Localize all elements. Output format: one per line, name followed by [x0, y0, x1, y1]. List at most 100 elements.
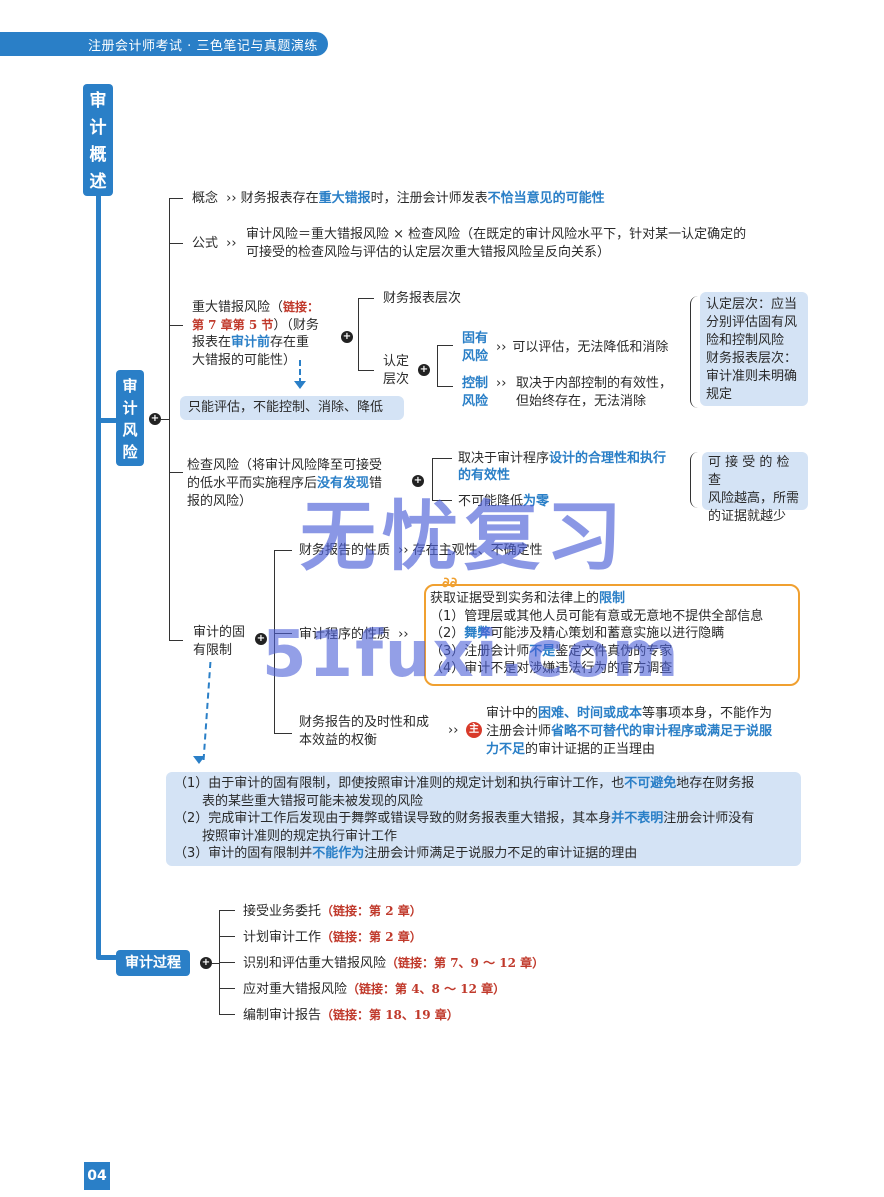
- rmm-side-note: 认定层次：应当 分别评估固有风 险和控制风险 财务报表层次： 审计准则未明确 规…: [700, 292, 808, 406]
- process-item-text: 编制审计报告: [243, 1008, 322, 1023]
- node-rmm-icon: +: [341, 331, 353, 343]
- timely-highlight: 困难、时间或成本: [538, 706, 643, 721]
- right-brace: [690, 296, 699, 408]
- box-title: 获取证据受到实务和法律上的限制: [430, 590, 794, 608]
- note-text: 表的某些重大错报可能未被发现的风险: [202, 793, 424, 809]
- box-item-num: （3）注册会计师: [430, 643, 530, 659]
- section-risk: 审计风险: [116, 370, 144, 466]
- nature-fr-row: 财务报告的性质 ››存在主观性、不确定性: [299, 542, 543, 560]
- timely-highlight-2: 省略不可替代的审计程序或满足于说服: [551, 724, 773, 739]
- note-highlight: 不可避免: [624, 776, 677, 791]
- rmm-text-4: 存在重: [270, 335, 310, 350]
- formula-label: 公式: [192, 236, 219, 251]
- timely-text-3: 注册会计师: [486, 724, 552, 739]
- tick-process: [219, 910, 235, 911]
- note-text: （3）审计的固有限制并: [174, 846, 313, 861]
- control-desc-2: 但始终存在，无法消除: [516, 394, 647, 409]
- rmm-text-3: 报表在: [192, 335, 232, 350]
- box-item-highlight: 舞弊: [464, 626, 491, 641]
- right-brace-2: [690, 452, 699, 508]
- concept-text-2: 时，注册会计师发表: [370, 191, 488, 206]
- note-text: 地存在财务报: [676, 776, 755, 791]
- tick-detection-2: [432, 500, 452, 501]
- node-detection-icon: +: [412, 475, 424, 487]
- arrow-down-icon: [294, 381, 306, 389]
- side-note-line: 财务报表层次：: [706, 351, 798, 366]
- left-spine: [96, 185, 101, 960]
- inherent-desc-row: ››可以评估，无法降低和消除: [496, 339, 668, 357]
- rmm-text-2: ）（财务: [273, 318, 319, 333]
- detection-text: 的低水平而实施程序后: [187, 476, 318, 491]
- tick-process: [219, 962, 235, 963]
- detection-side-line: 可 接 受 的 检 查: [708, 455, 790, 488]
- rmm-bracket: [358, 298, 359, 370]
- rmm-line-2: 第 7 章第 5 节）（财务: [192, 316, 319, 335]
- tick-control: [437, 386, 453, 387]
- key-point-icon: 主: [466, 722, 482, 738]
- bottom-note: （1）由于审计的固有限制，即使按照审计准则的规定计划和执行审计工作，也不可避免地…: [166, 772, 801, 866]
- detection-highlight: 没有发现: [317, 476, 370, 491]
- note-line: （3）审计的固有限制并不能作为注册会计师满足于说服力不足的审计证据的理由: [174, 845, 793, 863]
- detection-side-note: 可 接 受 的 检 查 风险越高，所需 的证据就越少: [702, 452, 808, 524]
- note-highlight: 不能作为: [312, 846, 365, 861]
- detection-branch-highlight: 设计的合理性和执行: [549, 451, 667, 466]
- box-item: （2）舞弊可能涉及精心策划和蓄意实施以进行隐瞒: [430, 625, 794, 643]
- section-overview: 审计概述: [83, 84, 113, 196]
- assert-level-1: 认定: [383, 354, 410, 369]
- formula-line-1: 审计风险＝重大错报风险 × 检查风险（在既定的审计风险水平下，针对某一认定确定的: [246, 227, 747, 242]
- rmm-dashed-arrow: [299, 360, 301, 384]
- arrow-icon: ››: [226, 191, 237, 206]
- control-label-2: 风险: [462, 394, 489, 409]
- detection-line-3: 报的风险）: [187, 494, 253, 509]
- concept-highlight-2: 不恰当意见的可能性: [487, 191, 605, 206]
- spine-branch-process: [96, 955, 118, 960]
- note-text: 注册会计师没有: [663, 811, 755, 826]
- tick-formula: [169, 243, 183, 244]
- control-desc-1: 取决于内部控制的有效性，: [516, 376, 673, 391]
- limits-label-2: 有限制: [193, 643, 233, 658]
- process-item: 应对重大错报风险（链接：第 4、8 ～ 12 章）: [243, 980, 505, 999]
- rmm-line-1: 重大错报风险（链接：: [192, 298, 319, 317]
- tick-nature-fr: [274, 550, 292, 551]
- process-item: 识别和评估重大错报风险（链接：第 7、9 ～ 12 章）: [243, 954, 544, 973]
- tick-rmm: [169, 325, 183, 326]
- box-item-highlight: 不是: [529, 643, 556, 659]
- process-bracket-stem: [212, 963, 220, 964]
- process-item-text: 计划审计工作: [243, 930, 322, 945]
- box-item: （4）审计不是对涉嫌违法行为的官方调查: [430, 661, 673, 676]
- timely-desc-2: 注册会计师省略不可替代的审计程序或满足于说服: [486, 723, 772, 741]
- timely-text: 审计中的: [486, 706, 539, 721]
- tick-process: [219, 936, 235, 937]
- assert-bracket: [437, 345, 438, 386]
- control-label-1: 控制: [462, 376, 489, 391]
- note-text: 按照审计准则的规定执行审计工作: [202, 828, 398, 844]
- control-desc-arrow: ››: [496, 376, 507, 391]
- risk-bracket-stem: [161, 419, 170, 420]
- limits-bracket: [274, 550, 275, 734]
- note-line: 表的某些重大错报可能未被发现的风险: [174, 793, 793, 811]
- tick-concept: [169, 198, 183, 199]
- concept-row: 概念 ››财务报表存在重大错报时，注册会计师发表不恰当意见的可能性: [192, 190, 605, 208]
- detection-side-line: 风险越高，所需: [708, 491, 800, 506]
- spine-branch-risk: [96, 418, 118, 423]
- procedure-limits-box: 获取证据受到实务和法律上的限制 （1）管理层或其他人员可能有意或无意地不提供全部…: [424, 584, 800, 686]
- detection-line-2: 的低水平而实施程序后没有发现错: [187, 475, 382, 493]
- rmm-text: 重大错报风险（: [192, 300, 284, 315]
- note-line: 按照审计准则的规定执行审计工作: [174, 828, 793, 846]
- clip-icon: ∂∂: [442, 575, 458, 591]
- detection-side-line: 的证据就越少: [708, 509, 787, 524]
- rmm-highlight: 审计前: [231, 335, 271, 350]
- tick-timely: [274, 733, 292, 734]
- timely-line-1: 财务报告的及时性和成: [299, 715, 430, 730]
- detection-text-2: 错: [369, 476, 383, 491]
- note-text: （2）完成审计工作后发现由于舞弊或错误导致的财务报表重大错报，其本身: [174, 811, 612, 826]
- note-text: 注册会计师满足于说服力不足的审计证据的理由: [364, 846, 638, 861]
- box-title-text: 获取证据受到实务和法律上的: [430, 591, 600, 606]
- concept-label: 概念: [192, 191, 219, 206]
- note-line: （2）完成审计工作后发现由于舞弊或错误导致的财务报表重大错报，其本身并不表明注册…: [174, 810, 793, 828]
- nature-fr-desc: 存在主观性、不确定性: [412, 543, 543, 558]
- detection-branch-2-text: 不可能降低: [458, 494, 524, 509]
- header-title: 注册会计师考试 · 三色笔记与真题演练: [88, 39, 318, 54]
- node-risk-icon: +: [149, 413, 161, 425]
- process-item-link: （链接：第 4、8 ～ 12 章）: [347, 982, 506, 996]
